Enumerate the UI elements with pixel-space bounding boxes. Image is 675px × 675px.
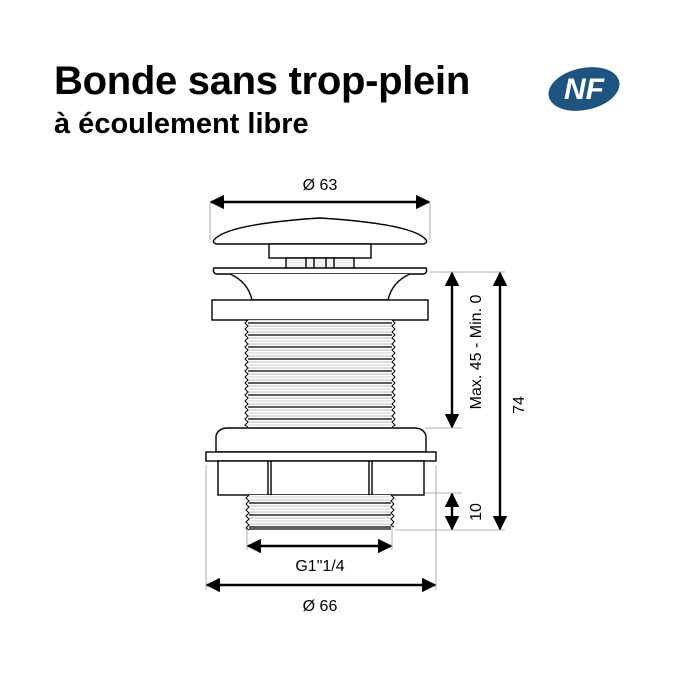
thread-height-label: 10	[468, 503, 485, 521]
nf-logo-ellipse	[548, 67, 620, 111]
total-height-label: 74	[511, 396, 528, 414]
page-subtitle: à écoulement libre	[54, 108, 309, 140]
cap	[212, 217, 428, 273]
page-title: Bonde sans trop-plein	[54, 59, 470, 103]
thread-size-label: G1"1/4	[295, 558, 344, 575]
nut	[205, 427, 437, 496]
nf-logo-text: NF	[564, 73, 605, 106]
flange	[211, 267, 429, 321]
base-diameter-label: Ø 66	[303, 598, 338, 615]
clamp-range-label: Max. 45 - Min. 0	[468, 295, 485, 410]
nf-certification-icon: NF	[548, 67, 620, 111]
threaded-body	[244, 319, 396, 428]
cap-diameter-label: Ø 63	[303, 177, 338, 194]
dimension-arrows	[205, 194, 508, 593]
lower-thread	[245, 494, 395, 531]
